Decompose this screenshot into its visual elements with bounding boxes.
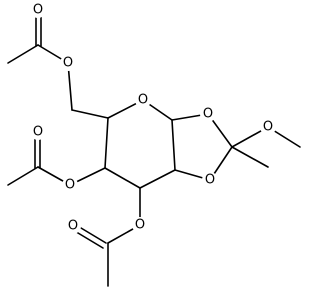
bond-cq-methyl xyxy=(231,146,269,168)
atom-o-acyl4-double: O xyxy=(30,124,46,140)
atom-o-acyl3-double: O xyxy=(65,218,81,234)
bonds xyxy=(7,11,301,287)
bond-c4-c5 xyxy=(104,117,109,169)
svg-text:O: O xyxy=(203,107,213,122)
bond-c6ac-methyl xyxy=(7,44,39,64)
bond-c2-c3 xyxy=(139,169,176,189)
bond-c3ac-carbonyl-b xyxy=(72,229,104,249)
svg-text:O: O xyxy=(68,219,78,234)
molecule-svg: O O O O O O O xyxy=(7,2,301,287)
svg-text:O: O xyxy=(135,218,145,233)
svg-text:O: O xyxy=(33,3,43,18)
bond-c1-c2 xyxy=(171,119,176,171)
bond-c6-c5 xyxy=(71,109,109,119)
structure-drawing: O O O O O O O xyxy=(7,2,301,287)
bond-c3ac-carbonyl-a xyxy=(75,224,107,244)
atom-o-acyl6-double: O xyxy=(30,2,46,18)
bond-c4ac-methyl xyxy=(7,166,39,186)
svg-text:O: O xyxy=(138,93,148,108)
atom-o-methoxy: O xyxy=(260,119,276,135)
atom-labels: O O O O O O O xyxy=(30,2,276,234)
svg-text:O: O xyxy=(263,120,273,135)
atom-o-ring: O xyxy=(135,92,151,108)
atom-o-dioxolane-upper: O xyxy=(200,106,216,122)
bond-c3-c4 xyxy=(104,167,141,189)
svg-text:O: O xyxy=(205,173,215,188)
svg-text:O: O xyxy=(33,125,43,140)
svg-text:O: O xyxy=(65,178,75,193)
svg-text:O: O xyxy=(63,56,73,71)
atom-o-acyl6-ester: O xyxy=(60,55,76,71)
atom-o-dioxolane-lower: O xyxy=(202,172,218,188)
atom-o-acyl3-ester: O xyxy=(132,217,148,233)
atom-o-acyl4-ester: O xyxy=(62,177,78,193)
